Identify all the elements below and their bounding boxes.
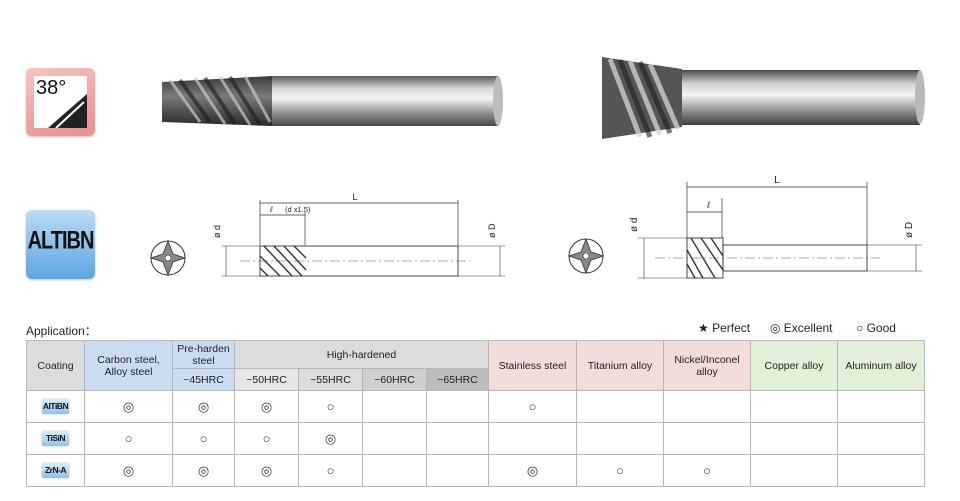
header-stainless-steel: Stainless steel (488, 340, 577, 391)
coating-cell: TiSiN (26, 422, 85, 455)
rating-cell: ○ (84, 422, 173, 455)
rating-cell (488, 422, 577, 455)
rating-cell (837, 454, 925, 487)
rating-cell (426, 390, 489, 423)
coating-cell: ZrN-A (26, 454, 85, 487)
rating-cell (750, 454, 838, 487)
header-55hrc: ~55HRC (298, 368, 363, 391)
rating-cell: ◎ (172, 390, 235, 423)
rating-cell: ◎ (172, 454, 235, 487)
angle-icon (48, 94, 87, 128)
technical-drawing-left: L (d x1.5) ℓ ø d ø D (149, 192, 505, 277)
helix-angle-badge: 38° (26, 68, 95, 136)
rating-cell: ◎ (298, 422, 363, 455)
table-row: TiSiN○○○◎ (26, 422, 925, 455)
coating-cell: AlTiBN (26, 390, 85, 423)
coating-badge: ZrN-A (42, 463, 69, 478)
legend-good: ○ Good (856, 321, 896, 335)
header-coating: Coating (26, 340, 85, 391)
length-label: L (352, 192, 357, 202)
rating-cell (426, 454, 489, 487)
rating-cell (750, 390, 838, 423)
coating-badge: ALTIBN (26, 210, 95, 279)
rating-cell: ○ (298, 454, 363, 487)
application-table: Coating Carbon steel, Alloy steel Pre-ha… (26, 340, 925, 487)
shank-diameter-label: ø D (904, 222, 915, 238)
rating-cell (837, 390, 925, 423)
rating-cell (576, 422, 664, 455)
header-60hrc: ~60HRC (362, 368, 427, 391)
end-mill-photo-right (602, 57, 925, 139)
rating-cell: ◎ (488, 454, 577, 487)
shank-diameter-label: ø D (487, 223, 497, 238)
rating-cell: ◎ (234, 390, 299, 423)
rating-cell: ○ (576, 454, 664, 487)
rating-cell (576, 390, 664, 423)
header-pre-harden-steel: Pre-harden steel (172, 340, 235, 369)
coating-badge: AlTiBN (42, 399, 69, 414)
rating-cell: ○ (663, 454, 751, 487)
rating-cell: ○ (234, 422, 299, 455)
rating-cell (750, 422, 838, 455)
rating-cell (837, 422, 925, 455)
rating-cell (426, 422, 489, 455)
table-row: ZrN-A◎◎◎○◎○○ (26, 454, 925, 487)
header-copper-alloy: Copper alloy (750, 340, 838, 391)
rating-cell (663, 390, 751, 423)
rating-cell: ◎ (84, 390, 173, 423)
rating-cell (362, 390, 427, 423)
legend-excellent: ◎ Excellent (770, 321, 833, 335)
length-label: L (774, 175, 780, 186)
coating-badge: TiSiN (42, 431, 69, 446)
rating-cell: ○ (488, 390, 577, 423)
header-50hrc: ~50HRC (234, 368, 299, 391)
table-row: AlTiBN◎◎◎○○ (26, 390, 925, 423)
rating-cell (663, 422, 751, 455)
rating-cell (362, 422, 427, 455)
rating-cell: ○ (298, 390, 363, 423)
helix-angle-text: 38° (36, 77, 67, 99)
end-view-icon (567, 237, 605, 275)
header-aluminum-alloy: Aluminum alloy (837, 340, 925, 391)
rating-cell: ◎ (84, 454, 173, 487)
cutting-diameter-label: ø d (212, 225, 222, 238)
svg-text:ℓ: ℓ (706, 200, 710, 210)
header-high-hardened: High-hardened (234, 340, 489, 369)
rating-cell: ○ (172, 422, 235, 455)
cutting-diameter-label: ø d (629, 218, 640, 232)
header-titanium-alloy: Titanium alloy (576, 340, 664, 391)
header-nickel-inconel-alloy: Nickel/Inconel alloy (663, 340, 751, 391)
flute-length-label: (d x1.5) (285, 205, 311, 214)
end-view-icon (149, 239, 187, 277)
header-65hrc: ~65HRC (426, 368, 489, 391)
technical-drawing-right: L ℓ ø d ø D (567, 175, 922, 279)
header-carbon-steel: Carbon steel, Alloy steel (84, 340, 173, 391)
application-label: Application： (26, 324, 97, 338)
end-mill-photo-left (162, 75, 503, 127)
coating-badge-text: ALTIBN (27, 227, 95, 255)
rating-cell (362, 454, 427, 487)
header-45hrc: ~45HRC (172, 368, 235, 391)
svg-text:ℓ: ℓ (269, 205, 273, 214)
rating-cell: ◎ (234, 454, 299, 487)
legend-perfect: ★ Perfect (698, 321, 751, 335)
